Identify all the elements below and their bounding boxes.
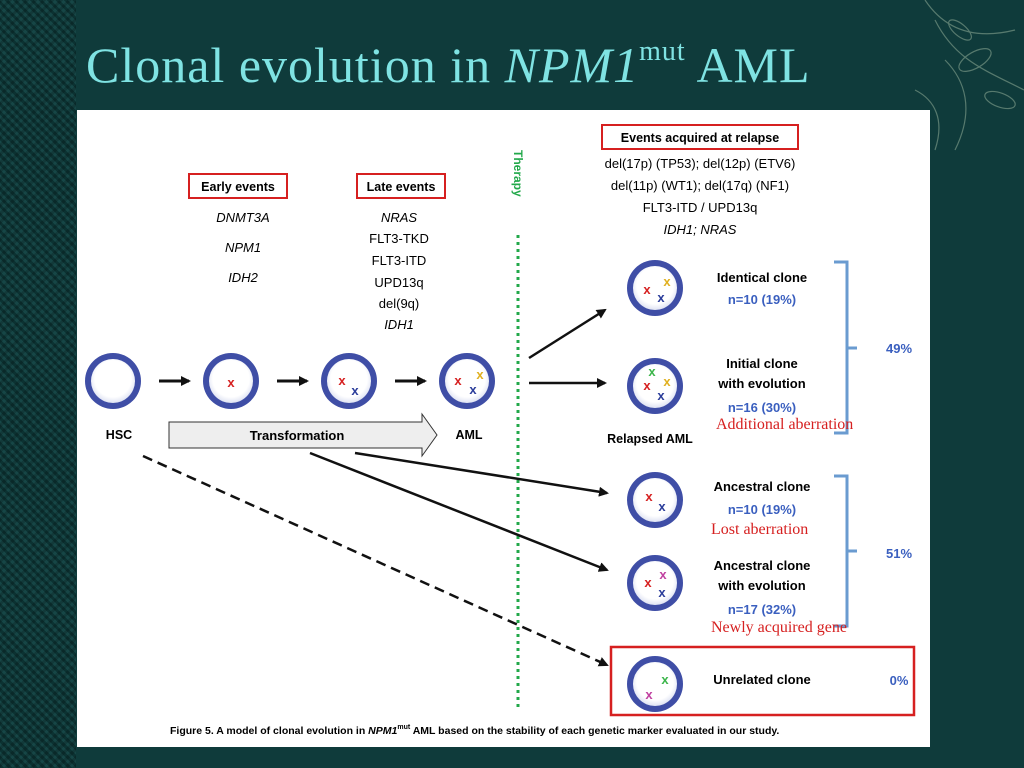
relapse-event-line: FLT3-ITD / UPD13q	[643, 200, 758, 215]
svg-text:x: x	[657, 290, 665, 305]
figure-panel: Early events DNMT3A NPM1 IDH2 Late event…	[77, 110, 930, 747]
clone-count: n=10 (19%)	[728, 292, 796, 307]
clone-name: Identical clone	[717, 270, 807, 285]
svg-text:x: x	[645, 489, 653, 504]
relapse-arrow	[528, 308, 607, 360]
late-event-item: FLT3-ITD	[372, 253, 427, 268]
annotation-newly-acquired-gene: Newly acquired gene	[711, 619, 847, 636]
relapse-events-box	[601, 124, 799, 150]
clone-name: Ancestral clone	[714, 479, 811, 494]
late-event-item: NRAS	[381, 210, 417, 225]
svg-text:x: x	[643, 378, 651, 393]
late-cell: x x	[321, 353, 377, 409]
svg-text:x: x	[658, 499, 666, 514]
svg-text:x: x	[648, 364, 656, 379]
figure-caption: Figure 5. A model of clonal evolution in…	[170, 724, 779, 737]
aml-cell: x x x	[439, 353, 495, 409]
svg-text:x: x	[643, 282, 651, 297]
svg-text:x: x	[351, 383, 359, 398]
percent-49: 49%	[886, 341, 912, 356]
ancestral-clone-evolution-cell: x x x	[627, 555, 683, 611]
identical-clone-cell: x x x	[627, 260, 683, 316]
svg-text:x: x	[659, 567, 667, 582]
unrelated-dashed-arrow	[142, 454, 609, 667]
late-event-item: FLT3-TKD	[369, 231, 429, 246]
late-event-item: del(9q)	[379, 296, 419, 311]
unrelated-clone-cell: x x	[627, 656, 683, 712]
clone-name-line2: with evolution	[717, 578, 805, 593]
svg-text:x: x	[645, 687, 653, 702]
early-events-box	[188, 173, 288, 199]
annotation-lost-aberration: Lost aberration	[711, 521, 809, 538]
clone-count: n=16 (30%)	[728, 400, 796, 415]
svg-text:x: x	[469, 382, 477, 397]
hsc-label: HSC	[106, 428, 132, 442]
clone-count: n=17 (32%)	[728, 602, 796, 617]
clone-name: Unrelated clone	[713, 672, 811, 687]
early-cell: x	[203, 353, 259, 409]
slide-title: Clonal evolution in NPM1mut AML	[86, 36, 811, 93]
bracket-51	[834, 474, 857, 628]
svg-text:x: x	[644, 575, 652, 590]
late-event-item: UPD13q	[374, 275, 423, 290]
clone-name-line2: with evolution	[717, 376, 805, 391]
unrelated-clone-box	[609, 645, 916, 717]
early-event-item: IDH2	[228, 270, 258, 285]
floral-decoration-icon	[914, 0, 1024, 151]
late-event-item: IDH1	[384, 317, 414, 332]
svg-text:x: x	[454, 373, 462, 388]
svg-text:x: x	[338, 373, 346, 388]
relapsed-aml-label: Relapsed AML	[607, 432, 693, 446]
clone-name-line1: Initial clone	[726, 356, 798, 371]
svg-text:x: x	[663, 374, 671, 389]
svg-text:x: x	[657, 388, 665, 403]
percent-0: 0%	[890, 673, 909, 688]
clone-name-line1: Ancestral clone	[714, 558, 811, 573]
late-events-box	[356, 173, 446, 199]
transformation-arrow	[168, 412, 438, 458]
svg-text:x: x	[661, 672, 669, 687]
initial-clone-evolution-cell: x x x x	[627, 358, 683, 414]
relapse-arrow	[354, 451, 609, 497]
svg-text:x: x	[227, 375, 235, 390]
transformation-label: Transformation	[250, 428, 345, 443]
relapse-event-line: del(17p) (TP53); del(12p) (ETV6)	[605, 156, 796, 171]
relapse-arrow	[309, 451, 609, 572]
annotation-additional-aberration: Additional aberration	[716, 416, 854, 433]
late-events-header: Late events	[367, 180, 436, 194]
clonal-evolution-diagram: Early events DNMT3A NPM1 IDH2 Late event…	[85, 124, 916, 737]
relapse-events-header: Events acquired at relapse	[621, 131, 779, 145]
svg-text:x: x	[658, 585, 666, 600]
hsc-cell	[85, 353, 141, 409]
early-events-header: Early events	[201, 180, 275, 194]
svg-text:x: x	[663, 274, 671, 289]
svg-text:x: x	[476, 367, 484, 382]
percent-51: 51%	[886, 546, 912, 561]
therapy-label: Therapy	[511, 150, 525, 197]
clone-count: n=10 (19%)	[728, 502, 796, 517]
relapse-event-line: del(11p) (WT1); del(17q) (NF1)	[611, 178, 789, 193]
ancestral-clone-cell: x x	[627, 472, 683, 528]
early-event-item: NPM1	[225, 240, 261, 255]
early-event-item: DNMT3A	[216, 210, 269, 225]
left-decorative-band	[0, 0, 76, 768]
bracket-49	[834, 260, 857, 435]
aml-label: AML	[455, 428, 482, 442]
relapse-event-line: IDH1; NRAS	[664, 222, 737, 237]
